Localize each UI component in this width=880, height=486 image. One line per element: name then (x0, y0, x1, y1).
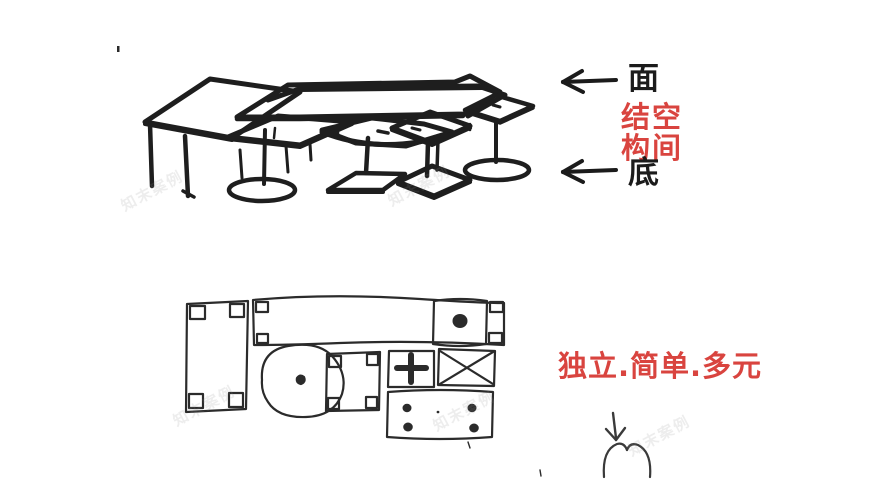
label-surface: 面 (628, 61, 659, 97)
label-base: 底 (628, 155, 659, 191)
tagline-text: 独立.简单.多元 (558, 349, 763, 383)
label-space-char-2: 间 (652, 131, 682, 165)
arch-detail-sketch (602, 442, 652, 479)
label-structure-char-1: 结 (621, 100, 651, 134)
left-arrow-bottom (561, 159, 618, 184)
left-arrow-top (561, 69, 618, 94)
label-space-char-1: 空 (652, 100, 682, 134)
label-structure-char-2: 构 (621, 131, 651, 165)
down-arrow-detail (604, 411, 627, 442)
